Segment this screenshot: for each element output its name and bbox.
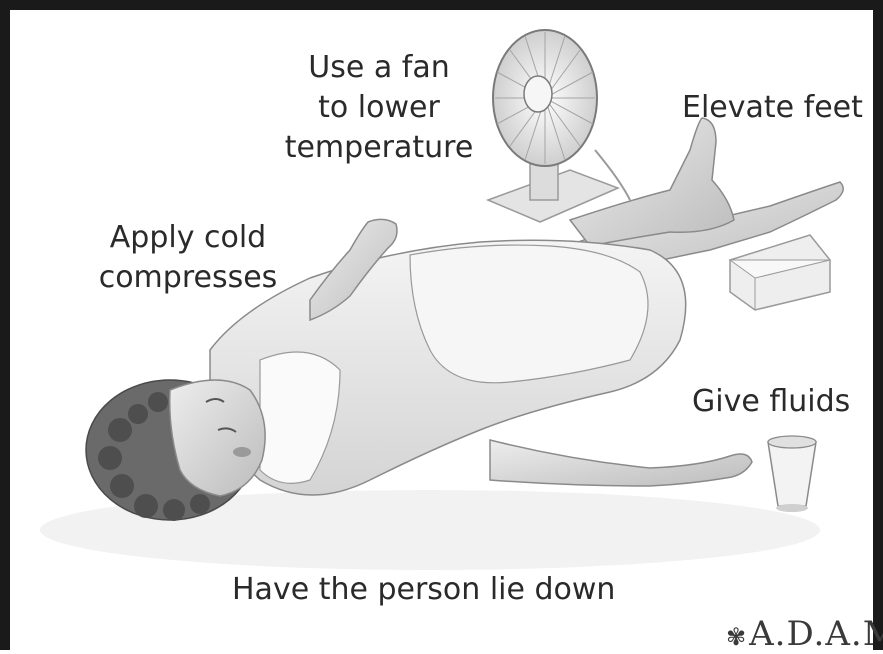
label-cold-line-2: compresses [88,258,288,298]
foot-support-block [730,235,830,310]
fan-icon [488,30,630,222]
label-use-fan: Use a fan to lower temperature [274,48,484,168]
label-fan-line-3: temperature [274,128,484,168]
frame-border-right [873,0,883,650]
frame-border-left [0,0,10,650]
lower-arm [490,440,752,486]
adam-logo-text: A.D.A.M. [749,614,883,654]
adam-flower-icon: ✾ [726,623,747,651]
label-fan-line-1: Use a fan [274,48,484,88]
label-fan-line-2: to lower [274,88,484,128]
illustration-canvas: Use a fan to lower temperature Elevate f… [10,10,873,650]
label-give-fluids: Give fluids [692,382,850,422]
frame-border-top [0,0,883,10]
label-apply-cold-compresses: Apply cold compresses [88,218,288,298]
label-lie-down: Have the person lie down [232,570,615,610]
cup-icon [768,436,816,512]
label-elevate-feet: Elevate feet [682,88,863,128]
adam-logo: ✾A.D.A.M. [726,614,883,654]
label-cold-line-1: Apply cold [88,218,288,258]
